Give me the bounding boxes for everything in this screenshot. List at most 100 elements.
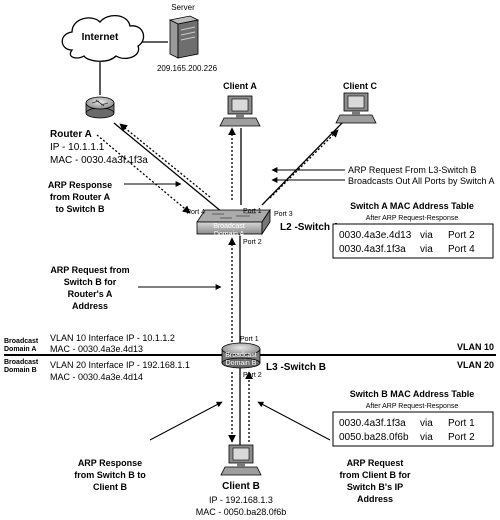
switch-a-table-subtitle: After ARP Request-Response [366,215,459,222]
l2-switch-label: L2 -Switch A [280,222,340,233]
client-b: Client B IP - 192.168.1.3 MAC - 0050.ba2… [196,444,287,517]
arrow-response-router-to-switch-a [96,134,191,214]
arp-request-client-line4: Address [357,494,393,504]
table-cell-via: via [420,418,433,429]
pc-icon [335,92,377,124]
cables [99,41,346,455]
router-a-ip: IP - 10.1.1.1 [50,142,105,153]
l2-port-1: Port 1 [243,208,262,215]
arp-request-b-line1: ARP Request from [50,265,129,275]
table-cell-port: Port 2 [448,230,475,241]
arp-response-a-note: ARP Response from Router A to Switch B [48,180,112,214]
pc-icon [219,95,261,127]
router-icon [85,96,115,119]
broadcast-domain-a-line1: Broadcast [4,338,39,345]
cable-client-c-switch-a [261,119,346,206]
arp-response-a-line3: to Switch B [56,204,105,214]
arrow-arp-response-client-label [149,401,223,441]
vlan10-interface-ip: VLAN 10 Interface IP - 10.1.1.2 [50,333,175,343]
arp-request-l3-line2: Broadcasts Out All Ports by Switch A [348,176,495,186]
client-c-label: Client C [343,81,378,91]
client-b-label: Client B [222,481,260,492]
client-a: Client A [219,81,261,127]
table-row: 0050.ba28.0f6b via Port 2 [339,432,475,443]
arrow-arp-request-client-label [257,401,331,441]
table-cell-mac: 0030.4a3f.1f3a [339,418,406,429]
vlan20-interface-ip: VLAN 20 Interface IP - 192.168.1.1 [50,360,190,370]
pc-icon [220,444,262,476]
client-c: Client C [335,81,378,124]
cable-router-switch-a [113,122,223,213]
internet-cloud: Internet [61,15,145,62]
arp-response-a-line1: ARP Response [48,180,112,190]
switch-icon [196,208,271,236]
table-cell-via: via [420,244,433,255]
switch-b-mac-table: Switch B MAC Address Table After ARP Req… [332,389,494,447]
switch-a-mac-table: Switch A MAC Address Table After ARP Req… [332,201,494,259]
l2-port-3: Port 3 [274,211,293,218]
server: Server 209.165.200.226 [157,3,218,73]
vlan20-mac: MAC - 0030.4a3e.4d14 [50,372,143,382]
table-cell-port: Port 4 [448,244,475,255]
table-row: 0030.4a3e.4d13 via Port 2 [339,230,475,241]
server-icon [168,15,200,59]
arp-request-client-note: ARP Request from Client B for Switch B's… [257,401,411,504]
label-arrows [124,167,345,290]
arp-response-a-line2: from Router A [50,192,111,202]
switch-b-table-title: Switch B MAC Address Table [350,389,475,399]
l3-box-line2: Domain B [226,360,257,367]
arp-request-l3-line1: ARP Request From L3-Switch B [348,165,476,175]
l2-switch-a: Broadcast Domain A Port 4 Port 1 Port 3 … [186,208,339,246]
l2-port-2: Port 2 [243,239,262,246]
arrow-broadcast-to-router [119,123,211,198]
table-cell-via: via [420,432,433,443]
table-row: 0030.4a3f.1f3a via Port 1 [339,418,475,429]
internet-label: Internet [82,32,119,43]
switch-b-table-subtitle: After ARP Request-Response [366,403,459,410]
table-cell-via: via [420,230,433,241]
l2-box-line1: Broadcast [213,223,245,230]
table-cell-mac: 0030.4a3e.4d13 [339,230,412,241]
broadcast-domain-a-line2: Domain A [4,346,36,353]
l3-port-1: Port 1 [240,336,259,343]
l2-box-line2: Domain A [214,231,245,238]
arp-request-b-note: ARP Request from Switch B for Router's A… [50,265,129,311]
table-cell-mac: 0030.4a3f.1f3a [339,244,406,255]
layer3-switch-icon [221,342,261,369]
l3-switch-b: Port 1 Broadcast Domain B Port 2 L3 -Swi… [221,336,326,379]
l3-switch-label: L3 -Switch B [266,362,326,373]
arp-request-b-line3: Router's A [68,289,113,299]
router-a-name: Router A [50,129,92,140]
server-label: Server [171,3,195,12]
switch-a-table-title: Switch A MAC Address Table [350,201,474,211]
client-b-ip: IP - 192.168.1.3 [209,495,273,505]
arp-request-client-line1: ARP Request [347,458,404,468]
table-cell-port: Port 2 [448,432,475,443]
switch-b-table-box [332,411,494,447]
arp-request-client-line2: from Client B for [340,470,411,480]
arp-request-b-line4: Address [72,301,108,311]
router-a-mac: MAC - 0030.4a3f.1f3a [50,155,148,166]
broadcast-domain-b-line2: Domain B [4,367,37,374]
arp-response-client-line1: ARP Response [78,458,142,468]
vlan10-label: VLAN 10 [457,342,494,352]
router-a: Router A IP - 10.1.1.1 MAC - 0030.4a3f.1… [50,96,148,166]
arp-response-client-line3: Client B [93,482,128,492]
l3-box-line1: Broadcast [225,352,257,359]
arp-arrows [96,123,339,443]
arrow-broadcast-to-client-c [269,129,339,199]
server-ip: 209.165.200.226 [157,64,218,73]
table-cell-mac: 0050.ba28.0f6b [339,432,409,443]
arp-response-client-line2: from Switch B to [74,470,146,480]
client-b-mac: MAC - 0050.ba28.0f6b [196,507,287,517]
client-a-label: Client A [223,81,257,91]
arp-request-b-line2: Switch B for [64,277,117,287]
arp-request-client-line3: Switch B's IP [347,482,403,492]
vlan10-mac: MAC - 0030.4a3e.4d13 [50,344,143,354]
table-cell-port: Port 1 [448,418,475,429]
switch-a-table-box [332,223,494,259]
l3-port-2: Port 2 [243,372,262,379]
arp-response-client-note: ARP Response from Switch B to Client B [74,401,223,492]
vlan20-label: VLAN 20 [457,360,494,370]
